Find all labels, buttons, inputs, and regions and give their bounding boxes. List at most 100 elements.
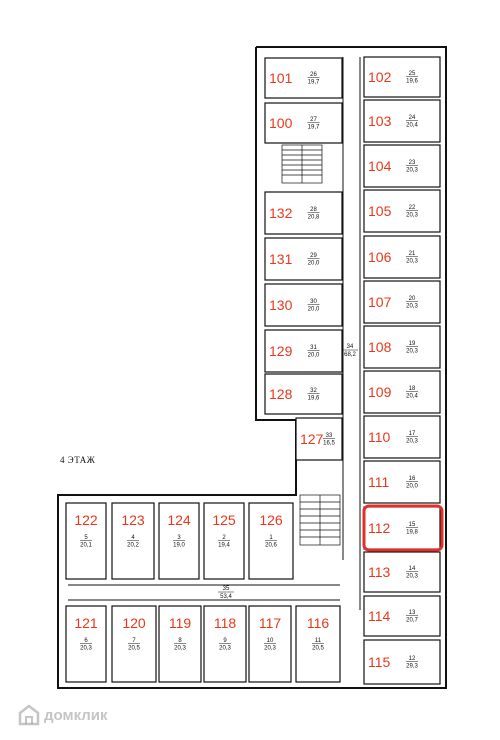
room-id: 19: [409, 341, 416, 347]
room-id: 13: [409, 610, 416, 616]
room-number: 102: [368, 69, 392, 85]
room-123[interactable]: 123 4 20,2: [111, 502, 155, 580]
room-outline: [264, 237, 343, 281]
room-area: 20,8: [308, 215, 320, 221]
room-outline: [363, 460, 441, 504]
room-id: 29: [310, 253, 317, 259]
room-number: 119: [169, 615, 192, 631]
room-area: 20,0: [308, 307, 320, 313]
room-area: 20,0: [406, 484, 418, 490]
room-area: 20,3: [406, 259, 418, 265]
room-outline: [363, 551, 441, 593]
room-outline: [363, 144, 441, 188]
room-id: 20: [409, 296, 416, 302]
room-number: 123: [121, 512, 145, 528]
room-id: 3: [177, 535, 181, 541]
room-area: 20,3: [264, 646, 276, 652]
room-id: 14: [409, 566, 416, 572]
corridor-id: 35: [223, 586, 230, 592]
room-id: 33: [326, 433, 333, 439]
room-number: 115: [368, 654, 391, 670]
room-id: 22: [409, 205, 416, 211]
room-id: 21: [409, 251, 416, 257]
room-outline: [158, 502, 200, 580]
building-walls: [57, 46, 447, 689]
room-id: 4: [131, 535, 135, 541]
room-id: 17: [409, 431, 416, 437]
room-area: 20,5: [312, 646, 324, 652]
room-outline: [363, 415, 441, 459]
room-id: 24: [409, 115, 416, 121]
room-area: 20,3: [406, 574, 418, 580]
room-outline: [248, 502, 294, 580]
room-outline: [203, 605, 247, 683]
room-outline: [203, 502, 245, 580]
room-outline: [264, 329, 343, 373]
room-outline: [363, 99, 441, 143]
corridor-area: 53,4: [220, 594, 232, 600]
room-outline: [363, 370, 441, 414]
room-number: 117: [259, 615, 282, 631]
room-id: 7: [132, 638, 136, 644]
highlight-frame: [362, 504, 444, 552]
room-id: 23: [409, 160, 416, 166]
room-outline: [363, 235, 441, 279]
room-number: 121: [74, 615, 98, 631]
room-area: 20,3: [80, 646, 92, 652]
corridor-34: 34 68,2: [342, 344, 358, 358]
room-number: 101: [269, 70, 293, 86]
room-outline: [264, 283, 343, 327]
room-id: 5: [84, 535, 88, 541]
watermark: домклик: [18, 704, 108, 726]
room-number: 118: [214, 615, 237, 631]
room-area: 20,0: [308, 261, 320, 267]
room-area: 20,0: [308, 353, 320, 359]
room-number: 126: [259, 512, 283, 528]
room-number: 132: [269, 205, 293, 221]
room-121[interactable]: 121 6 20,3: [65, 605, 107, 683]
room-outline: [363, 56, 441, 98]
room-area: 20,2: [127, 543, 139, 549]
room-id: 25: [409, 71, 416, 77]
room-outline: [111, 605, 157, 683]
south-stair: [299, 494, 341, 546]
room-number: 112: [368, 520, 391, 536]
room-id: 8: [178, 638, 182, 644]
room-area: 20,1: [80, 543, 92, 549]
room-id: 6: [84, 638, 88, 644]
room-number: 124: [167, 512, 191, 528]
